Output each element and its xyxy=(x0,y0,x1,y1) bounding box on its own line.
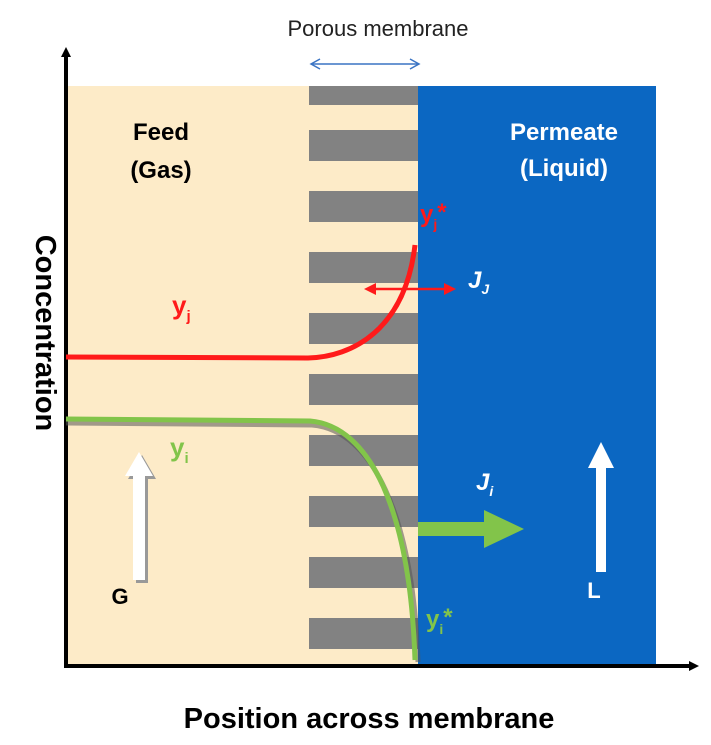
yi-profile-line xyxy=(65,416,418,661)
jj-label: JJ xyxy=(468,267,490,297)
membrane-stripes xyxy=(309,86,418,649)
liquid-flow-arrow xyxy=(588,442,614,572)
permeate-region xyxy=(418,86,656,664)
membrane-span-arrow xyxy=(309,58,421,70)
x-axis-label: Position across membrane xyxy=(184,703,555,735)
permeate-label: Permeate xyxy=(510,119,618,146)
liquid-flow-label: L xyxy=(587,578,600,603)
yi-label: yi xyxy=(170,432,189,467)
yi-interface-label: yi* xyxy=(426,604,453,637)
membrane-title: Porous membrane xyxy=(288,16,469,41)
gas-flow-arrow xyxy=(125,452,156,583)
feed-sub-label: (Gas) xyxy=(130,157,191,184)
y-axis-label: Concentration xyxy=(29,235,61,432)
feed-label: Feed xyxy=(133,119,189,146)
ji-label: Ji xyxy=(476,469,494,499)
permeate-sub-label: (Liquid) xyxy=(520,155,608,182)
ji-flux-arrow xyxy=(418,510,524,548)
gas-flow-label: G xyxy=(111,584,128,609)
yj-interface-label: yj* xyxy=(420,199,447,232)
jj-flux-arrow xyxy=(364,283,456,295)
yj-profile-line xyxy=(65,244,418,361)
yj-label: yj xyxy=(172,290,191,325)
